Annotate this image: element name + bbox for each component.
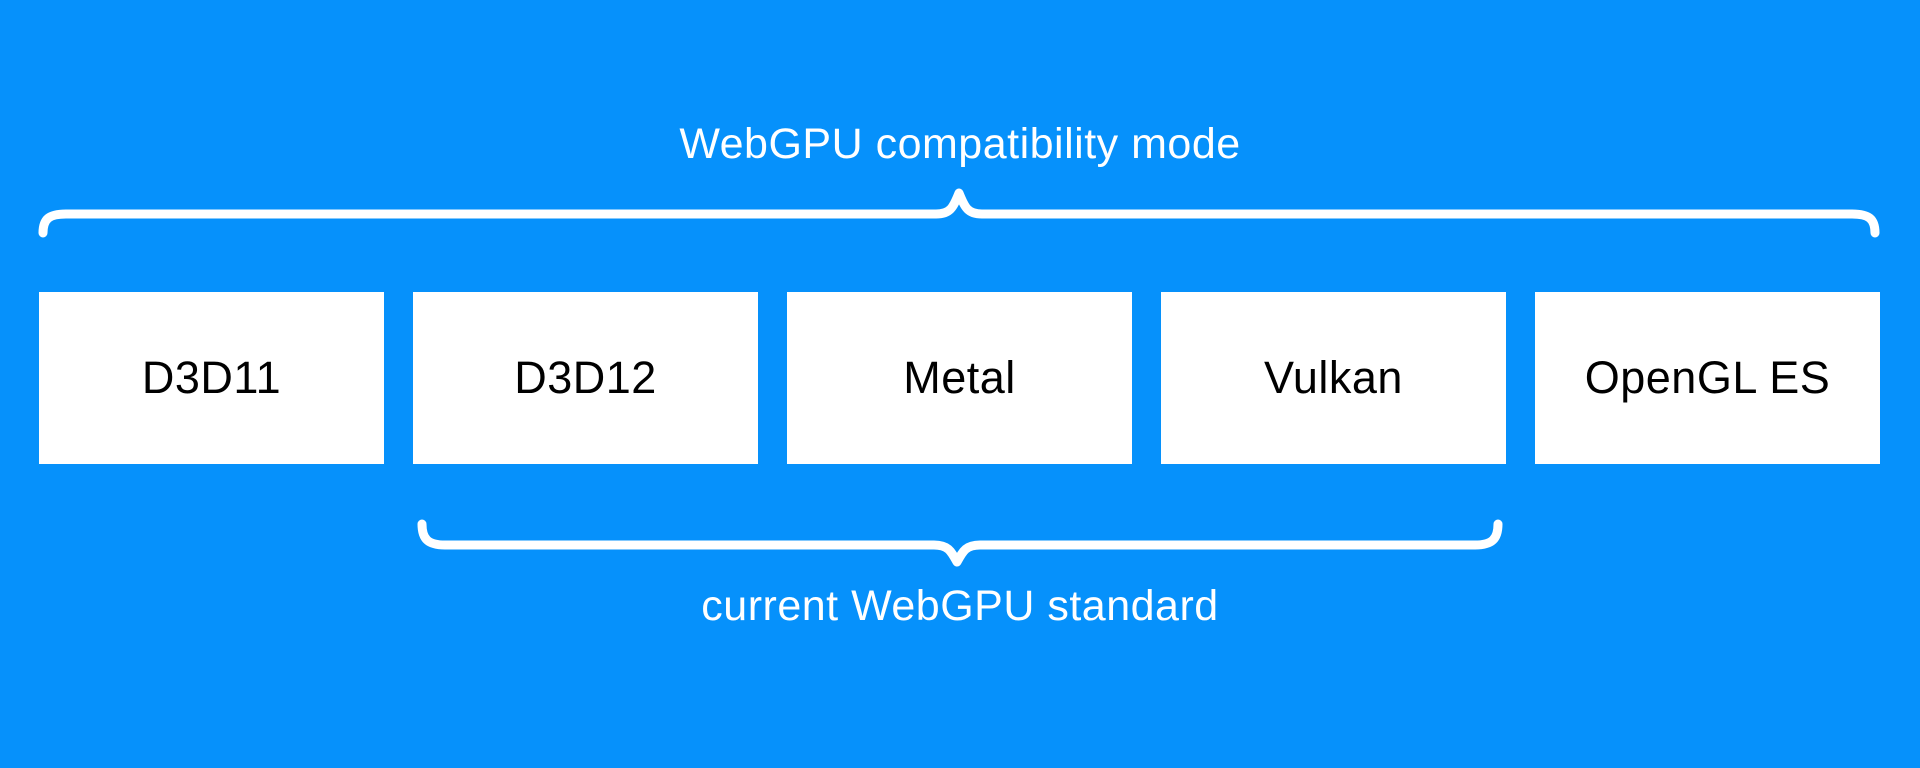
api-box-row: D3D11 D3D12 Metal Vulkan OpenGL ES [39,292,1880,464]
bottom-brace-label: current WebGPU standard [701,582,1219,630]
api-box-metal: Metal [787,292,1132,464]
api-box-d3d12: D3D12 [413,292,758,464]
top-brace-label: WebGPU compatibility mode [679,120,1241,168]
api-box-vulkan: Vulkan [1161,292,1506,464]
bottom-brace [417,519,1503,567]
api-box-label: D3D12 [514,352,657,403]
api-box-label: Vulkan [1264,352,1403,403]
top-brace [38,188,1880,238]
api-box-label: OpenGL ES [1584,352,1831,403]
api-box-d3d11: D3D11 [39,292,384,464]
api-box-opengl-es: OpenGL ES [1535,292,1880,464]
api-box-label: Metal [903,352,1016,403]
api-box-label: D3D11 [141,352,282,403]
